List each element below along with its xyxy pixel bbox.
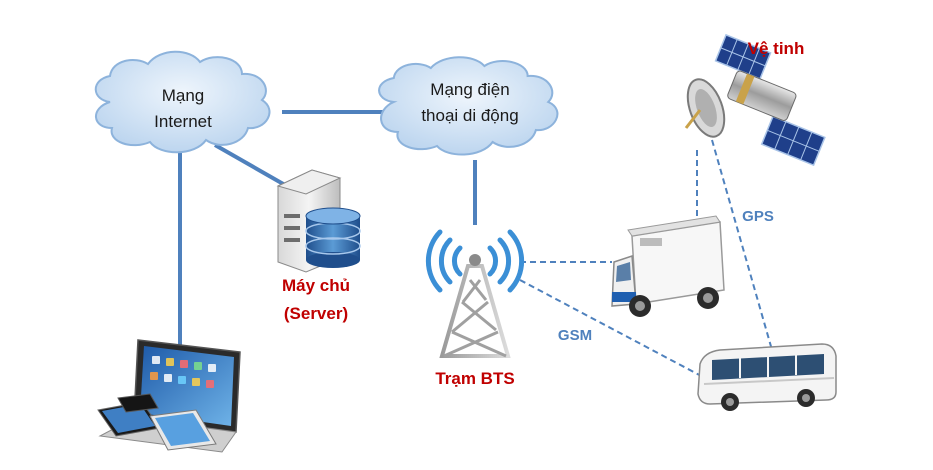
truck [611, 215, 725, 317]
link-internet-server [214, 143, 286, 187]
satellite-icon [684, 33, 826, 167]
internet-cloud: Mạng Internet [94, 50, 271, 154]
gps-label: GPS [742, 208, 774, 225]
server-database-icon [276, 169, 361, 273]
mobile-cloud-line1: Mạng điện [430, 80, 509, 99]
server-label-line2: (Server) [284, 304, 348, 323]
truck-icon [611, 215, 725, 317]
internet-cloud-line2: Internet [154, 112, 212, 131]
devices [97, 339, 241, 453]
link-satellite-bus [711, 139, 773, 351]
server-label-line1: Máy chủ [282, 276, 350, 295]
bts-label: Trạm BTS [435, 369, 514, 388]
cloud-icon [378, 56, 559, 156]
radio-tower-icon [425, 229, 525, 358]
satellite: Vệ tinh [684, 33, 826, 167]
gsm-label: GSM [558, 327, 592, 344]
server: Máy chủ (Server) [276, 169, 361, 323]
bus [697, 343, 837, 411]
solid-links [178, 110, 477, 350]
bts-station: Trạm BTS [425, 229, 525, 388]
cloud-icon [94, 50, 271, 154]
laptop-devices-icon [97, 339, 241, 453]
link-bts-bus [519, 279, 706, 379]
satellite-label: Vệ tinh [748, 39, 805, 58]
mobile-network-cloud: Mạng điện thoại di động [378, 56, 559, 156]
bus-icon [697, 343, 837, 411]
internet-cloud-line1: Mạng [162, 86, 205, 105]
mobile-cloud-line2: thoại di động [421, 106, 518, 125]
